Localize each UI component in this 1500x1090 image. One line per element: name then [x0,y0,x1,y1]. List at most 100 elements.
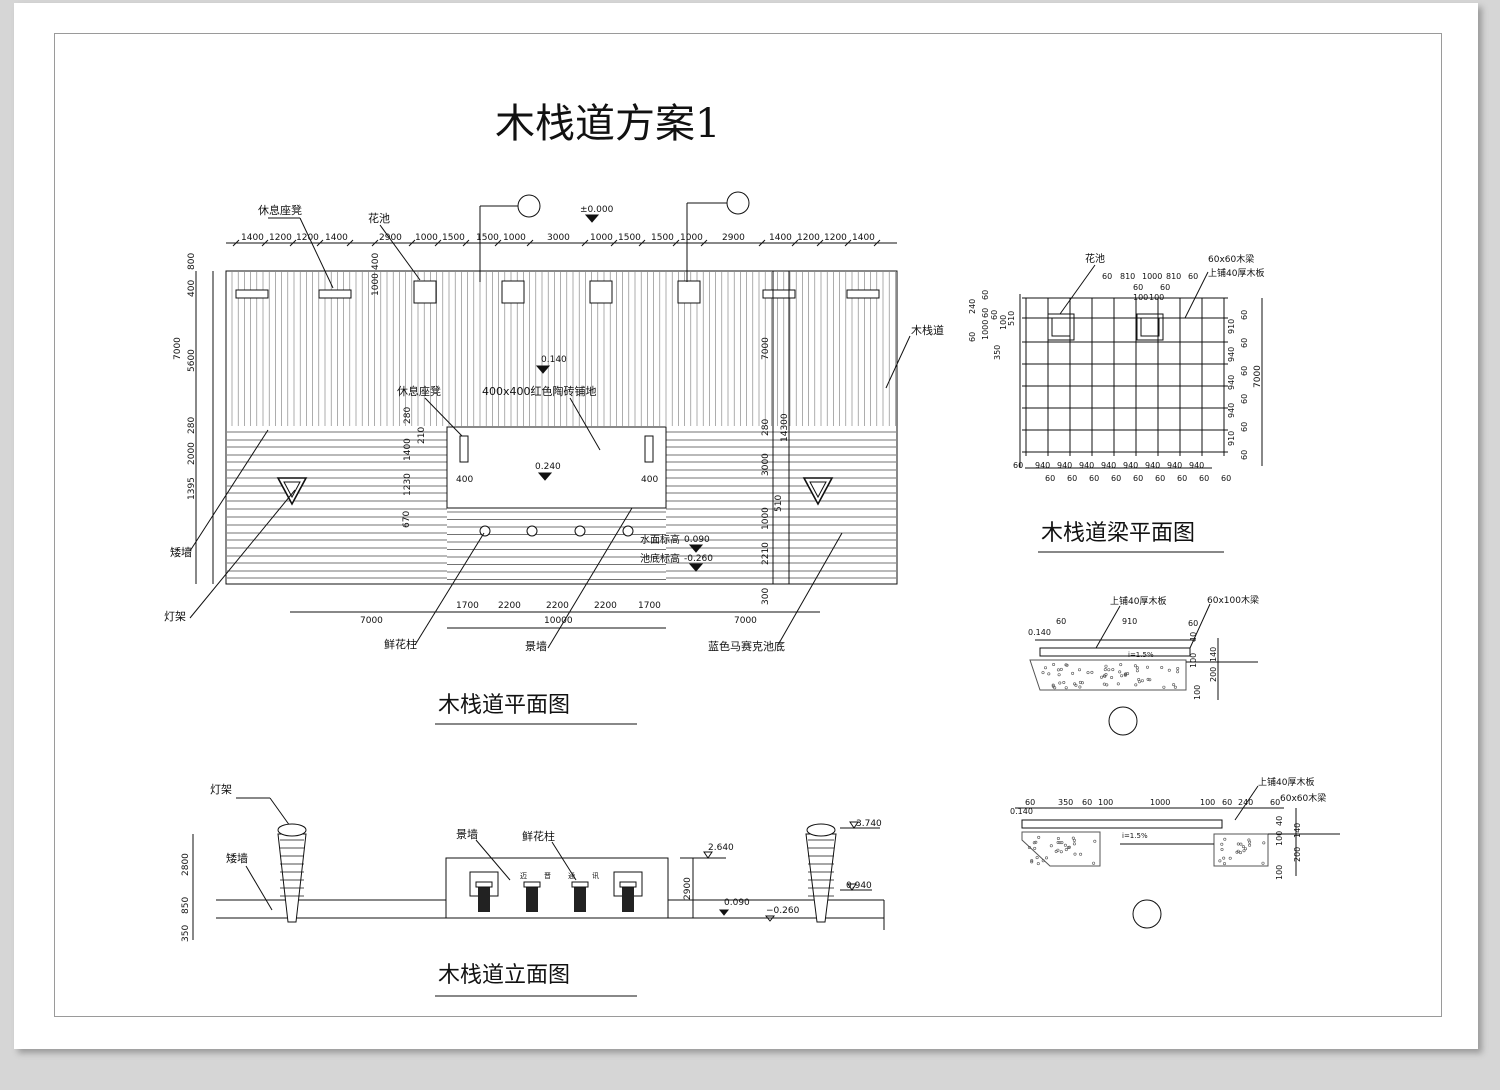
level-marker-top [584,214,600,223]
dim-tick [462,239,470,247]
plan-left-small-dim: 280 [403,407,413,424]
gravel-dot [1133,664,1137,668]
elev-leader-flower [551,841,577,881]
drawing-sheet [14,3,1478,1049]
gravel-dot [1148,678,1152,682]
elev-label-light-rack: 灯架 [210,783,232,796]
section-1 [1029,603,1258,736]
gravel-dot [1126,672,1130,676]
elev-lv-0940-icon [847,883,857,891]
gravel-dot [1035,856,1039,860]
gravel-dot [1239,842,1243,846]
elev-lv-3740: 3.740 [856,819,882,829]
label-water-level: 水面标高 [640,533,680,546]
label-red-tile: 400x400红色陶砖铺地 [482,384,597,398]
gravel-dot [1120,674,1124,678]
plan-left-dim: 280 [187,417,197,434]
plan-top-dim: 1400 [769,233,792,243]
gravel-dot [1118,670,1122,674]
plan-top-dim: 2900 [722,233,745,243]
sec2-dim: 240 [1238,798,1253,807]
flower-column-1 [479,525,491,537]
elev-lv-3740-icon [849,821,859,829]
elev-wall-char-2: 晋 [544,872,551,880]
sec1-slope: i=1.5% [1128,651,1154,659]
beam-top-dim: 60 [1102,272,1112,281]
beam-bottom-dim: 940 [1145,461,1160,470]
beam-right-dim: 60 [1240,394,1249,404]
sec2-beam: 60x60木梁 [1280,792,1326,804]
label-rest-bench-mid: 休息座凳 [397,384,441,398]
planter-4 [677,280,701,304]
sec1-board: 上铺40厚木板 [1110,595,1166,607]
level-marker-pool [688,563,704,572]
section2-deck [1021,819,1223,829]
tile-plaza [446,426,667,509]
elev-lv-2640: 2.640 [708,843,734,853]
gravel-dot [1162,685,1166,689]
drawing-title: 木栈道方案1 [495,101,720,147]
gravel-dot [1036,862,1040,866]
dim-tick [408,239,416,247]
plan-bottom-dim: 2200 [498,601,521,611]
gravel-dot [1146,665,1150,669]
elev-lv-m0260: −0.260 [766,906,800,916]
gravel-dot [1261,861,1265,865]
section2-gravel [1027,835,1266,866]
planter-3 [589,280,613,304]
plan-right-dim: 2210 [761,542,771,565]
gravel-dot [1078,668,1082,672]
beam-leader-beam [1184,271,1209,319]
beam-bottom-dim: 940 [1079,461,1094,470]
plan-left-dim: 800 [187,253,197,270]
leader-mosaic [777,532,843,646]
gravel-dot [1173,685,1177,689]
gravel-dot [1100,675,1104,679]
beam-left-dim: 60 [968,332,977,342]
section2-marker [1132,899,1162,929]
label-400-right: 400 [641,475,658,485]
gravel-dot [1062,680,1066,684]
dim-tick [672,239,680,247]
sec2-dim: 60 [1082,798,1092,807]
bench-left [459,435,469,463]
gravel-dot [1239,851,1243,855]
bench-top-1 [235,289,269,299]
gravel-dot [1244,847,1248,851]
beam-bottom-dim: 940 [1167,461,1182,470]
leader-flower-col [414,532,485,646]
plan-bottom-dim: 1700 [456,601,479,611]
gravel-dot [1049,844,1053,848]
beam-bottom-dim2: 60 [1111,474,1121,483]
label-boardwalk: 木栈道 [911,323,944,337]
elev-label-feature-wall: 景墙 [456,827,478,841]
plan-top-dim: 1000 [680,233,703,243]
gravel-dot [1235,850,1239,854]
drawing-frame [54,33,1442,1017]
gravel-dot [1262,841,1266,845]
sec2-dim: 100 [1275,865,1284,880]
gravel-dot [1248,843,1252,847]
gravel-dot [1102,674,1106,678]
gravel-dot [1073,682,1077,686]
label-pool-bottom: 池底标高 [640,552,680,565]
beam-bottom-dim: 940 [1123,461,1138,470]
gravel-dot [1160,665,1164,669]
dim-tick [371,239,379,247]
gravel-dot [1078,685,1082,689]
planter-1 [413,280,437,304]
plan-right-dim: 7000 [761,337,771,360]
elev-flower-column [526,886,538,912]
plan-labels: ±0.000 休息座凳 花池 木栈道 休息座凳 400x400红色陶砖铺地 0.… [164,203,944,653]
dim-tick [844,239,852,247]
plan-top-dim: 1500 [442,233,465,243]
gravel-dot [1119,663,1123,667]
rack-flowers [277,823,307,837]
gravel-dot [1104,664,1108,668]
dim-tick [873,239,881,247]
gravel-dot [1064,663,1068,667]
label-rest-bench-top: 休息座凳 [258,203,302,217]
dim-tick [346,239,354,247]
gravel-dot [1058,841,1062,845]
